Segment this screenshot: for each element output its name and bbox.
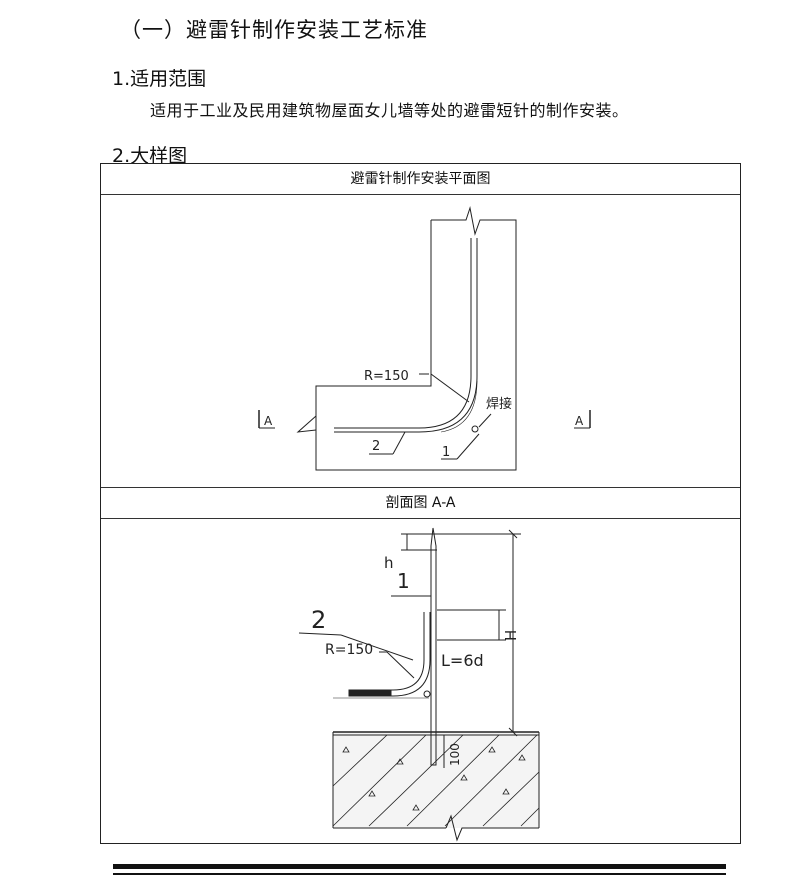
- vertical-rod: [430, 527, 437, 766]
- footer-rule-thin: [113, 873, 726, 875]
- weld-point: [471, 425, 479, 433]
- footer-rule-thick: [113, 864, 726, 869]
- section1-text: 适用于工业及民用建筑物屋面女儿墙等处的避雷短针的制作安装。: [150, 101, 629, 120]
- section-radius-label: R=150: [325, 642, 373, 658]
- section-callout-1: 1: [397, 569, 410, 593]
- section-depth-label: 100: [448, 743, 462, 766]
- plan-radius-label: R=150: [364, 369, 409, 384]
- plan-caption: 避雷针制作安装平面图: [101, 164, 740, 195]
- section-caption: 剖面图 A-A: [101, 488, 740, 519]
- plan-weld-label: 焊接: [486, 396, 512, 412]
- concrete-hatch: [332, 734, 540, 827]
- section-mark-left: A: [264, 414, 273, 428]
- detail-drawing-frame: 避雷针制作安装平面图 剖面图 A-A R=150 焊接 2 1 A: [100, 163, 741, 844]
- section1-title: 1.适用范围: [112, 68, 207, 90]
- section-callout-2: 2: [311, 606, 326, 634]
- section-h-label: h: [384, 554, 394, 572]
- section-drawing: h 1 2 R=150 L=6d H 100: [298, 527, 540, 842]
- section-length-label: L=6d: [441, 651, 484, 670]
- plan-callout-1: 1: [442, 445, 450, 460]
- bent-rod: [349, 612, 431, 697]
- lightning-rod: [334, 238, 472, 429]
- parapet-outline: [315, 206, 517, 471]
- frame-divider: [101, 487, 740, 488]
- section-H-label: H: [502, 630, 520, 641]
- plan-callout-2: 2: [372, 439, 380, 454]
- page-heading: （一）避雷针制作安装工艺标准: [120, 18, 428, 42]
- section-mark-right: A: [575, 414, 584, 428]
- section2-title: 2.大样图: [112, 145, 188, 167]
- plan-drawing: R=150 焊接 2 1 A A: [258, 206, 591, 471]
